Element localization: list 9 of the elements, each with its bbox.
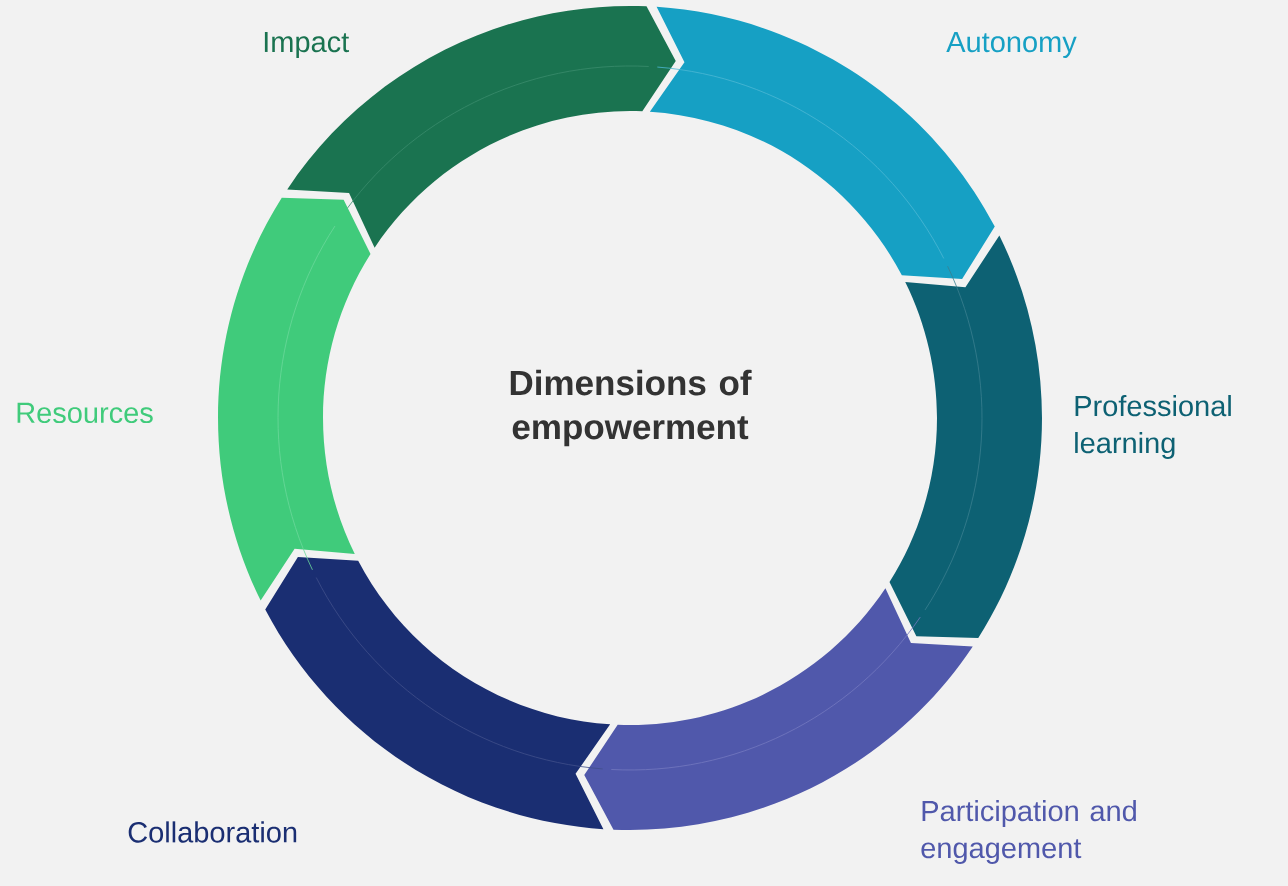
arrow-segment bbox=[218, 197, 371, 601]
segment-label: Impact bbox=[264, 32, 349, 58]
center-title: Dimensions of empowerment bbox=[510, 369, 752, 447]
segment-label: Collaboration bbox=[128, 821, 297, 843]
segment-label: Professional learning bbox=[1075, 394, 1231, 459]
segment-label: Participation and engagement bbox=[921, 799, 1136, 864]
arrow-segment bbox=[889, 235, 1042, 639]
segment-label: Autonomy bbox=[946, 32, 1077, 58]
segment-label: Resources bbox=[17, 402, 153, 424]
